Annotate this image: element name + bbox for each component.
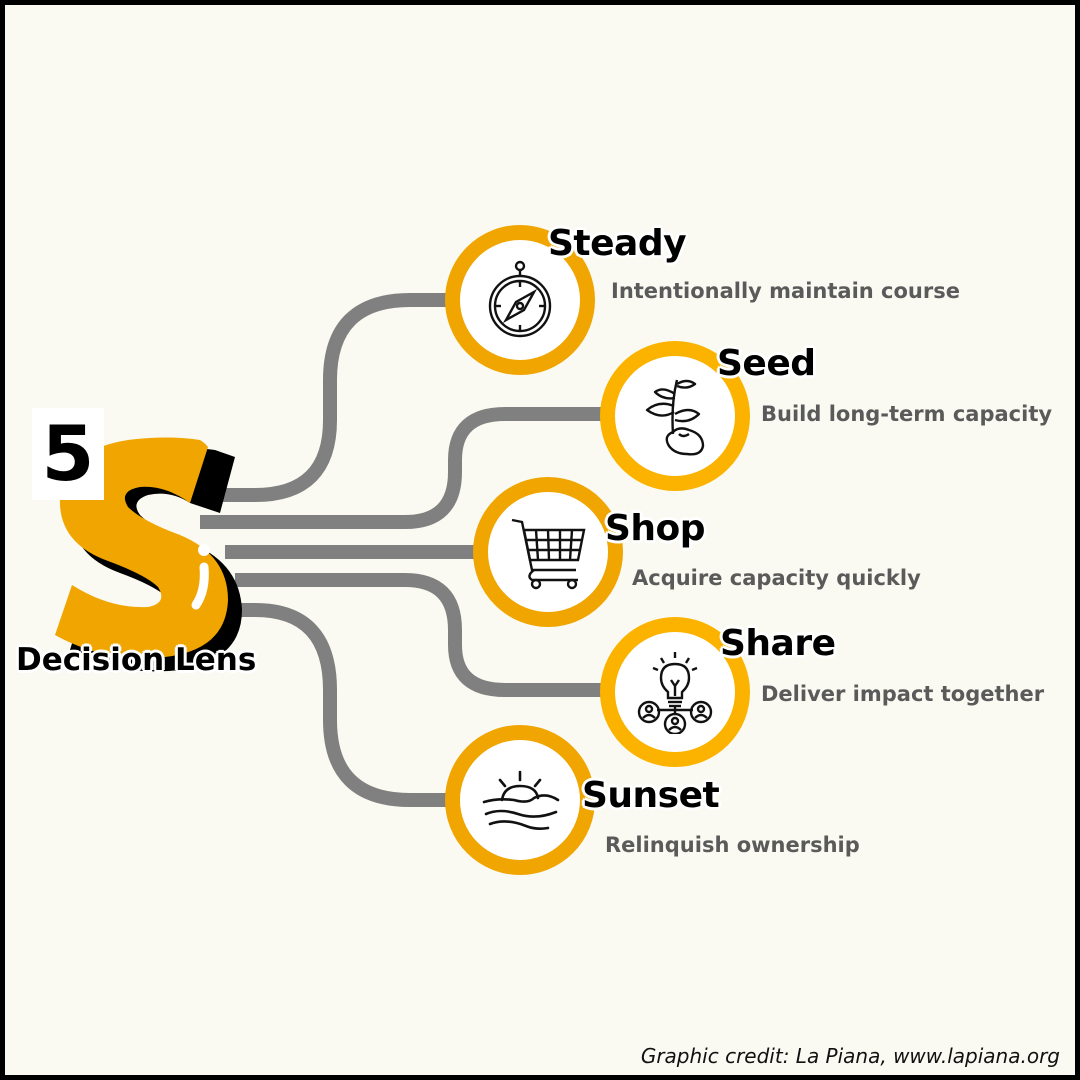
connector-sunset: [235, 603, 450, 807]
connector-seed: [200, 407, 605, 529]
graphic-credit: Graphic credit: La Piana, www.lapiana.or…: [640, 1044, 1060, 1068]
connector-steady: [215, 293, 450, 502]
lens-title-shop: Shop: [605, 508, 706, 549]
lens-description-share: Deliver impact together: [761, 682, 1045, 706]
logo-number: 5: [32, 408, 104, 500]
logo-label: Decision Lens: [16, 642, 257, 678]
lens-node-sunset: [445, 725, 595, 875]
lens-description-shop: Acquire capacity quickly: [632, 566, 921, 590]
lens-description-sunset: Relinquish ownership: [605, 833, 860, 857]
lens-title-share: Share: [720, 623, 836, 664]
connector-share: [235, 573, 605, 697]
shopping-cart-icon: [511, 518, 586, 590]
lens-node-shop: [473, 477, 623, 627]
sprouting-seed-icon: [645, 379, 705, 456]
lens-description-steady: Intentionally maintain course: [611, 279, 960, 303]
lens-title-steady: Steady: [548, 223, 687, 264]
lens-title-seed: Seed: [717, 343, 816, 384]
lightbulb-network-icon: [637, 652, 713, 734]
sunset-icon: [482, 770, 560, 830]
compass-icon: [488, 260, 552, 338]
lens-description-seed: Build long-term capacity: [761, 402, 1053, 426]
lens-title-sunset: Sunset: [582, 775, 720, 816]
